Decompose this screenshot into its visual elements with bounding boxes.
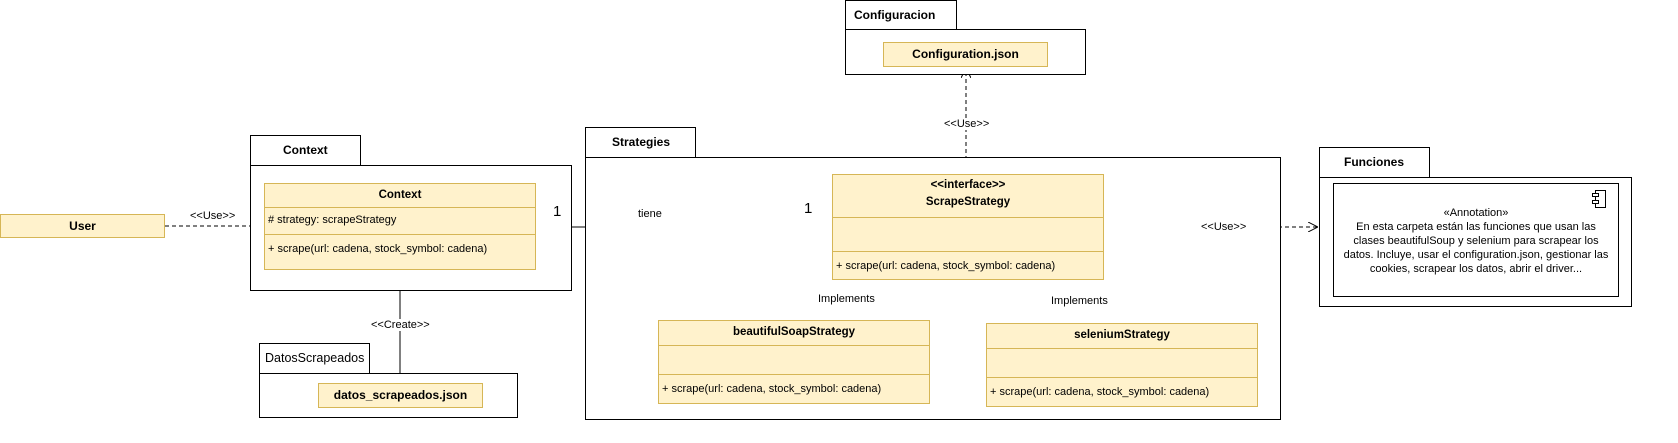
configuration-json-file[interactable]: Configuration.json: [883, 42, 1048, 67]
class-scrape-strategy[interactable]: <<interface>> ScrapeStrategy + scrape(ur…: [832, 174, 1104, 280]
association-multiplicity-context: 1: [553, 203, 562, 220]
package-context-tab: Context: [250, 135, 361, 166]
class-scrape-strategy-stereotype: <<interface>>: [930, 179, 1006, 191]
package-strategies-tab: Strategies: [585, 127, 696, 158]
package-funciones-tab: Funciones: [1319, 147, 1430, 178]
component-icon: [1592, 190, 1606, 208]
class-selenium-strategy-attributes: [987, 348, 1257, 377]
annotation-stereotype: «Annotation»: [1443, 207, 1509, 219]
config-use-label: <<Use>>: [944, 118, 990, 130]
class-context-method: + scrape(url: cadena, stock_symbol: cade…: [265, 234, 535, 263]
class-beautifulsoap-strategy-method: + scrape(url: cadena, stock_symbol: cade…: [659, 374, 929, 403]
funciones-use-label: <<Use>>: [1201, 221, 1247, 233]
user-use-label: <<Use>>: [190, 210, 236, 222]
user-actor[interactable]: User: [0, 214, 165, 238]
implements-left-label: Implements: [818, 293, 875, 305]
datos-scrapeados-json-file[interactable]: datos_scrapeados.json: [318, 383, 483, 408]
class-context-attribute: # strategy: scrapeStrategy: [265, 207, 535, 234]
class-scrape-strategy-name: ScrapeStrategy: [925, 196, 1011, 208]
class-selenium-strategy-name: seleniumStrategy: [1074, 329, 1170, 341]
class-beautifulsoap-strategy-name: beautifulSoapStrategy: [732, 326, 856, 338]
create-label: <<Create>>: [371, 319, 430, 331]
package-configuracion-tab: Configuracion: [845, 0, 957, 30]
annotation-component[interactable]: «Annotation» En esta carpeta están las f…: [1333, 183, 1619, 297]
implements-right-label: Implements: [1051, 295, 1108, 307]
association-multiplicity-strategy: 1: [804, 200, 813, 217]
class-selenium-strategy-method: + scrape(url: cadena, stock_symbol: cade…: [987, 377, 1257, 406]
class-beautifulsoap-strategy[interactable]: beautifulSoapStrategy + scrape(url: cade…: [658, 320, 930, 404]
class-beautifulsoap-strategy-attributes: [659, 345, 929, 374]
class-context[interactable]: Context # strategy: scrapeStrategy + scr…: [264, 183, 536, 270]
class-scrape-strategy-method: + scrape(url: cadena, stock_symbol: cade…: [833, 251, 1103, 281]
class-context-name: Context: [378, 189, 422, 201]
association-label: tiene: [638, 208, 662, 220]
package-datos-tab: DatosScrapeados: [259, 343, 370, 374]
class-scrape-strategy-attributes: [833, 217, 1103, 251]
annotation-text: En esta carpeta están las funciones que …: [1343, 221, 1609, 275]
class-selenium-strategy[interactable]: seleniumStrategy + scrape(url: cadena, s…: [986, 323, 1258, 407]
